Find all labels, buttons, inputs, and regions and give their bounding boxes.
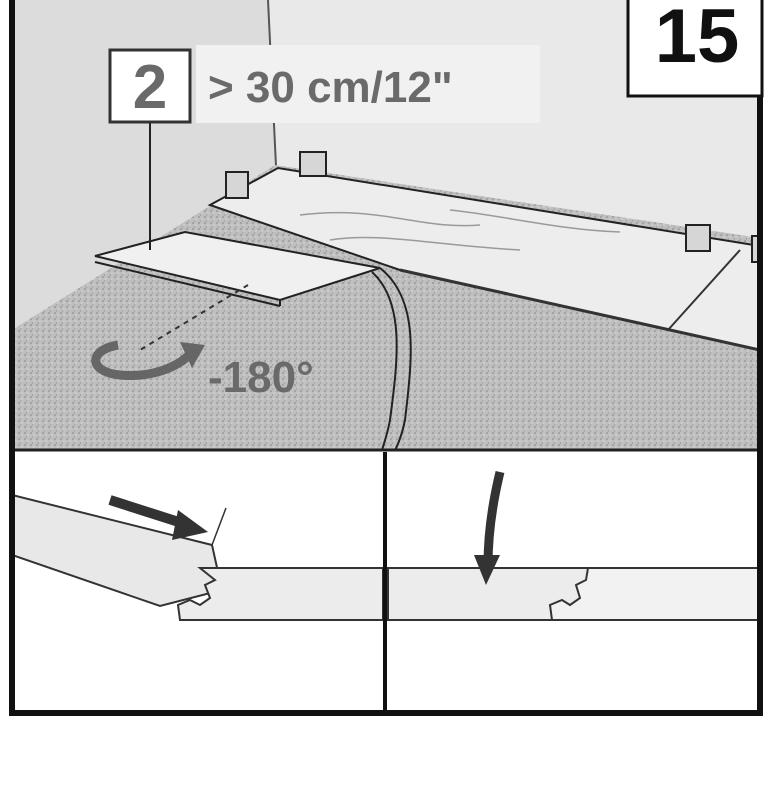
plank-index-box	[108, 48, 192, 124]
wood-grain	[299, 209, 621, 251]
plank-index: 2	[133, 53, 167, 122]
rotation-arrowhead	[180, 342, 205, 368]
rotation-label: -180°	[208, 353, 314, 402]
step-number-box	[626, 0, 764, 98]
base-plank-left	[176, 567, 384, 621]
spacer-wedge	[299, 151, 327, 177]
drop-arrowhead	[474, 555, 500, 585]
rotation-arrow	[91, 340, 196, 381]
push-arrow	[108, 495, 187, 529]
distance-label: > 30 cm/12"	[208, 63, 453, 112]
push-arrowhead	[172, 510, 208, 540]
step-number: 15	[655, 0, 740, 79]
rotation-axis	[139, 284, 249, 351]
cut-plank-edge	[94, 261, 281, 307]
spacer-wedge	[685, 224, 711, 252]
distance-label-bg	[196, 45, 540, 123]
plank-front-edge	[399, 268, 760, 352]
outer-frame	[9, 0, 763, 716]
base-plank-right-b	[548, 567, 760, 621]
plank-joint	[667, 249, 741, 331]
spacer-wedge	[225, 171, 249, 199]
tilt-guide-line	[211, 507, 227, 546]
